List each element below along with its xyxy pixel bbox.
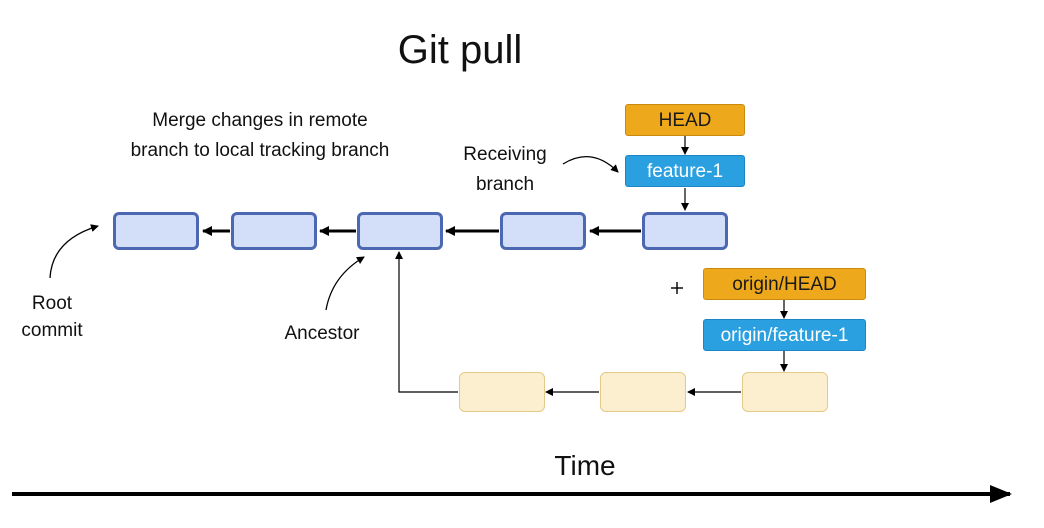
local-commit-1	[113, 212, 199, 250]
time-label: Time	[554, 450, 616, 481]
caption: Merge changes in remote branch to local …	[100, 106, 420, 166]
receiving-line-1: Receiving	[463, 144, 547, 165]
local-commit-3-ancestor	[357, 212, 443, 250]
remote-commit-2	[600, 372, 686, 412]
remote-commit-1	[459, 372, 545, 412]
caption-line-1: Merge changes in remote	[152, 110, 368, 131]
remote-commit-3	[742, 372, 828, 412]
feature-branch-label: feature-1	[625, 155, 745, 187]
receiving-line-2: branch	[475, 174, 535, 195]
root-commit-annotation: Root commit	[2, 290, 102, 344]
origin-head-label: origin/HEAD	[703, 268, 866, 300]
root-line-2: commit	[21, 320, 83, 341]
receiving-branch-annotation: Receiving branch	[440, 140, 570, 200]
ancestor-annotation: Ancestor	[284, 323, 360, 344]
receiving-pointer-arrow	[562, 156, 619, 173]
move-cursor-icon	[671, 282, 683, 294]
root-line-1: Root	[31, 293, 73, 314]
origin-feature-branch-label: origin/feature-1	[703, 319, 866, 351]
local-commit-4	[500, 212, 586, 250]
local-commit-5	[642, 212, 728, 250]
head-label: HEAD	[625, 104, 745, 136]
local-commit-2	[231, 212, 317, 250]
caption-line-2: branch to local tracking branch	[130, 140, 390, 161]
page-title: Git pull	[397, 28, 523, 72]
ancestor-pointer-arrow	[325, 256, 365, 311]
remote-to-ancestor-edge	[395, 251, 458, 393]
root-pointer-arrow	[49, 224, 99, 279]
